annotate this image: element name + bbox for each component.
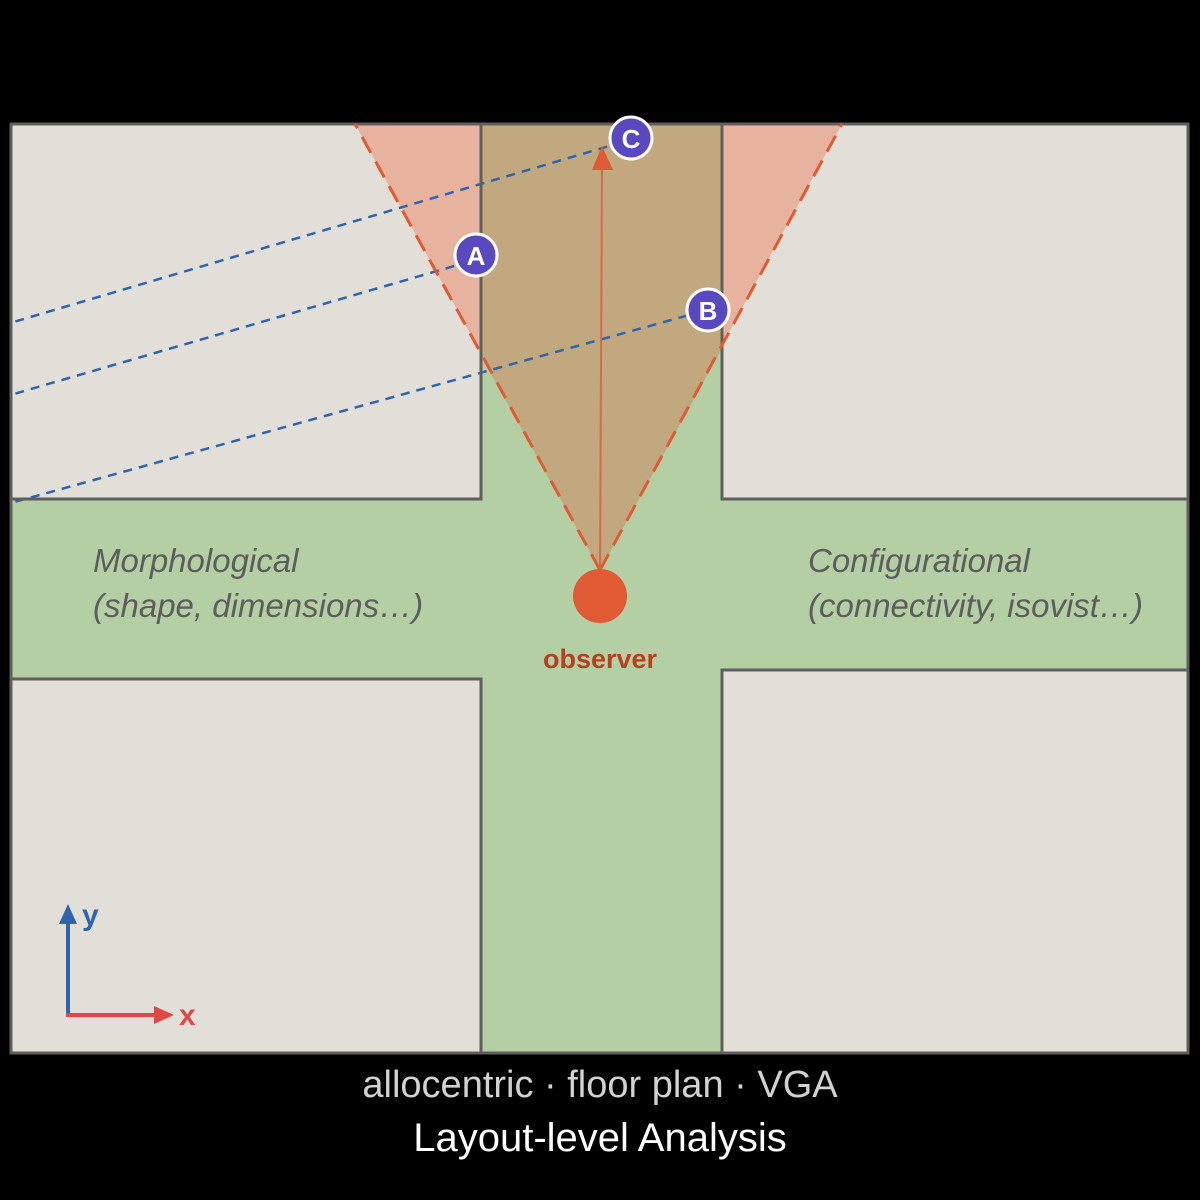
point-a-label: A <box>467 241 486 271</box>
ray-to-c <box>11 142 617 325</box>
point-c-label: C <box>622 124 641 154</box>
point-a: A <box>453 232 499 278</box>
configurational-sublabel: (connectivity, isovist…) <box>808 587 1143 624</box>
walls <box>9 122 1190 1055</box>
point-c: C <box>608 115 654 161</box>
point-b: B <box>685 287 731 333</box>
ray-to-a <box>11 260 469 397</box>
morphological-label: Morphological <box>93 542 300 579</box>
caption-subtitle: allocentric · floor plan · VGA <box>362 1064 838 1106</box>
point-b-label: B <box>699 296 718 326</box>
axis-y-label: y <box>82 899 99 932</box>
observer-dot <box>573 569 627 623</box>
configurational-label: Configurational <box>808 542 1032 579</box>
observer-label: observer <box>543 644 658 674</box>
axis-y-arrowhead <box>59 904 77 924</box>
axis-x-arrowhead <box>154 1006 174 1024</box>
caption-title: Layout-level Analysis <box>413 1116 787 1160</box>
building-block-bottom-left <box>11 679 481 1053</box>
morphological-sublabel: (shape, dimensions…) <box>93 587 423 624</box>
gaze-arrow <box>599 165 603 576</box>
axes-icon: y x <box>59 899 196 1032</box>
view-cone-edge-right <box>598 123 844 571</box>
building-block-bottom-right <box>722 670 1188 1053</box>
view-cone-edge-left <box>353 123 602 571</box>
axis-x-label: x <box>179 999 196 1032</box>
gaze-arrowhead <box>592 146 613 170</box>
